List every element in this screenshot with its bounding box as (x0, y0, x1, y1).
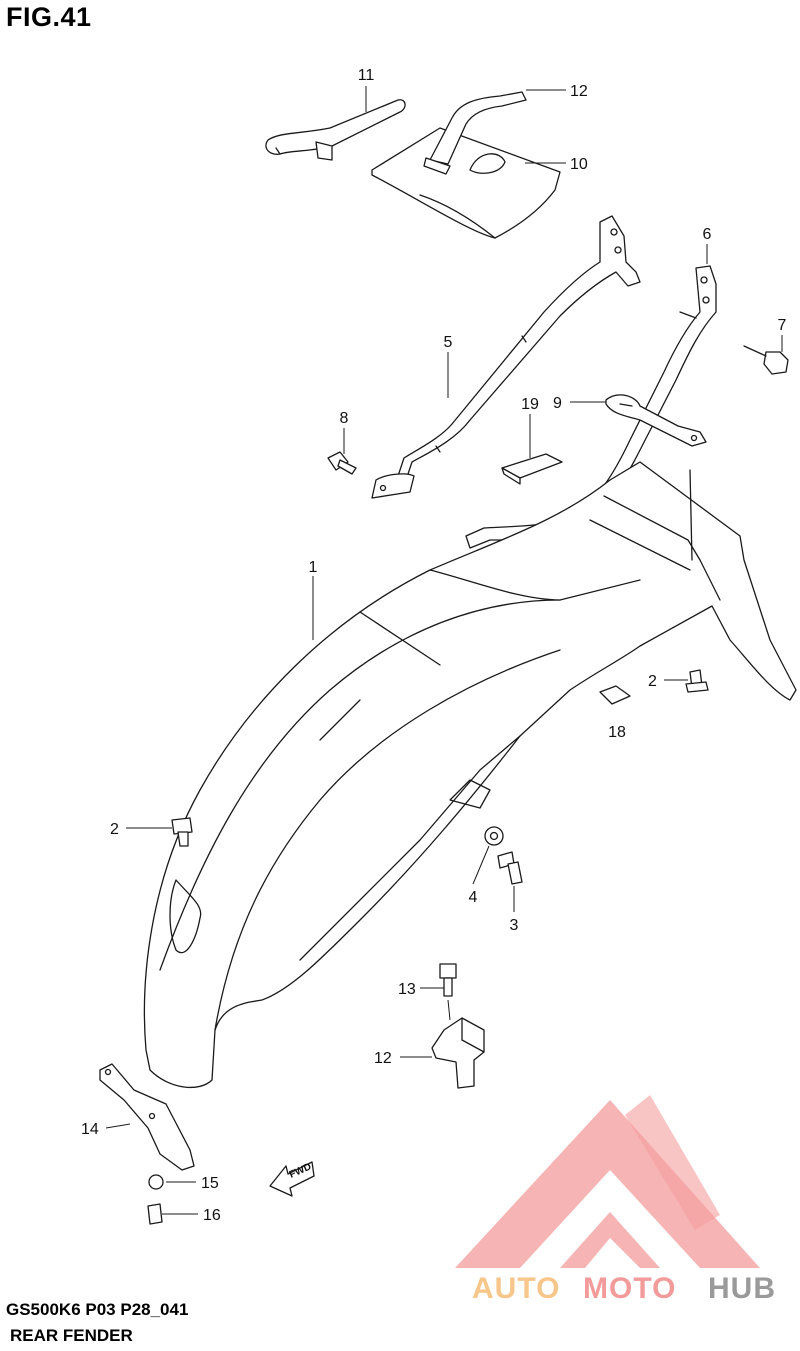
part-19-pad (501, 453, 563, 485)
part-10-tray (371, 127, 561, 239)
watermark-text-auto: AUTO (472, 1272, 560, 1305)
part-4-nut (484, 826, 504, 846)
watermark-stripe (625, 1095, 720, 1230)
callout-19: 19 (521, 396, 539, 413)
watermark-text-hub: HUB (708, 1272, 776, 1305)
part-15-bracket (99, 1063, 195, 1171)
watermark-text-moto: MOTO (583, 1272, 676, 1305)
callout-7: 7 (778, 317, 787, 334)
model-code: GS500K6 P03 P28_041 (6, 1300, 189, 1319)
callout-16: 15 (201, 1175, 219, 1192)
callout-12: 12 (570, 83, 588, 100)
callout-1: 1 (309, 559, 318, 576)
callout-2-left: 2 (110, 821, 119, 838)
callout-15: 14 (81, 1121, 99, 1138)
callout-14: 13 (398, 981, 416, 998)
part-3-screw (497, 851, 523, 885)
part-18-label (599, 685, 631, 705)
callout-10: 10 (570, 156, 588, 173)
part-16-nut (148, 1174, 164, 1190)
watermark-inner-mark (560, 1212, 660, 1268)
part-1-rear-fender (143, 461, 797, 1089)
callout-6: 6 (703, 226, 712, 243)
part-2-bolt-upper (685, 669, 709, 693)
watermark-triangle-icon (455, 1100, 760, 1268)
callout-2-upper: 2 (648, 673, 657, 690)
part-12-strap (423, 91, 527, 175)
callout-numbers: 11 12 10 6 7 5 8 19 9 1 2 18 2 4 3 13 12… (81, 67, 787, 1224)
part-17-screw (147, 1203, 163, 1225)
callout-4: 4 (469, 889, 478, 906)
callout-11: 11 (358, 67, 375, 84)
callout-8: 8 (340, 410, 349, 427)
callout-5: 5 (444, 334, 453, 351)
callout-13: 12 (374, 1050, 392, 1067)
watermark-logo (455, 1095, 760, 1268)
fwd-direction-arrow: FWD (269, 1161, 315, 1197)
part-7-bolt (743, 345, 789, 375)
watermark-text: AUTO MOTO HUB (472, 1272, 776, 1305)
figure-title: FIG.41 (6, 2, 92, 32)
part-6-right-rail (465, 265, 717, 549)
callout-17: 16 (203, 1207, 221, 1224)
section-name: REAR FENDER (10, 1326, 133, 1345)
callout-3: 3 (510, 917, 519, 934)
leader-lines (105, 86, 783, 1215)
part-2-bolt-left (171, 817, 193, 847)
part-9-bracket (605, 394, 707, 447)
callout-9: 9 (553, 395, 562, 412)
callout-18: 18 (608, 724, 626, 741)
part-8-bolt (327, 451, 357, 475)
part-5-left-rail (371, 215, 641, 499)
part-14-bolt (439, 963, 457, 997)
part-13-clamp (431, 1017, 485, 1089)
part-11-strap-hook (265, 99, 406, 161)
